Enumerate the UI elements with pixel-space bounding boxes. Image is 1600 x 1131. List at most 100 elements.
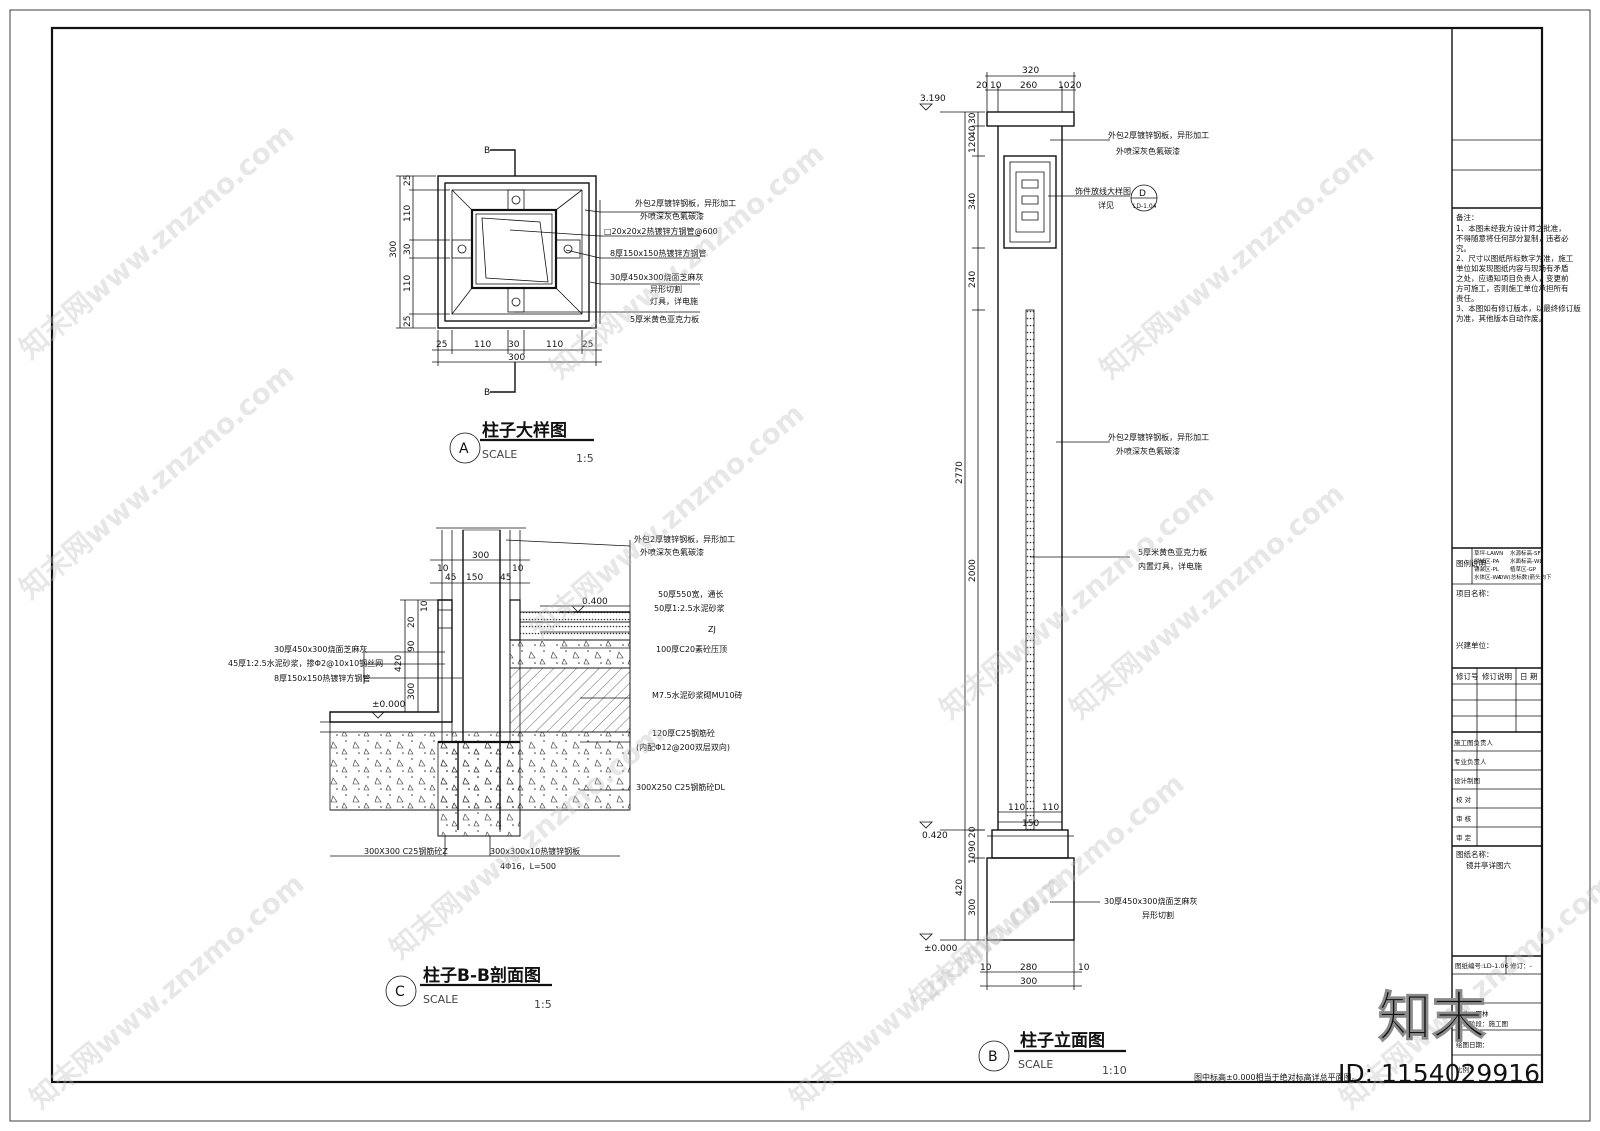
title-block: 备注： 1、本图未经我方设计师之批准， 不得随意将任何部分复制，违者必 究。 2… [1451,28,1581,1082]
c-level-0400: 0.400 [582,597,608,607]
b-note-8: 30厚450x300烧面芝麻灰 [1104,896,1197,906]
b-dim-top-3: 260 [1020,81,1037,91]
detail-a-scale: 1:5 [576,452,594,465]
remark-5: 之处，应通知项目负责人，变更前 [1456,273,1569,283]
detail-b-elevation: 320 20 10 260 10 20 [919,66,1360,1082]
detail-c-notes-right: 外包2厚镀锌钢板，异形加工 外喷深灰色氟碳漆 50厚550宽，通长 50厚1:2… [505,534,743,792]
drawing-name-label: 图纸名称： [1456,849,1494,859]
c-dim-top-0: 300 [472,551,489,561]
bottom-label-2: 绘图日期： [1456,1040,1489,1049]
a-dim-v-4: 25 [403,316,413,327]
revision-table: 修订号 修订说明 日 期 [1452,668,1542,732]
a-dim-v-total: 300 [389,241,399,258]
detail-b-top-dims: 320 20 10 260 10 20 [976,66,1082,112]
remark-1: 不得随意将任何部分复制，违者必 [1456,233,1569,243]
a-note-5: 异形切割 [650,284,682,294]
detail-c-top-dims: 300 10 45 150 45 10 [430,551,530,584]
c-dim-top-3: 150 [466,573,483,583]
a-note-1: 外喷深灰色氟碳漆 [640,211,704,221]
detail-c-left-dims: 10 20 90 420 300 [394,599,440,713]
c-dim-top-5: 10 [512,564,524,574]
detail-a-column-plan [437,175,597,329]
watermark-logo: 知末 [1378,986,1486,1049]
watermark-site-4: 知末网www.znzmo.com [13,357,300,605]
b-dim-bottom-1: 280 [1020,963,1037,973]
b-note-3: 详见 [1098,200,1114,210]
detail-c-marker: C [395,984,405,1000]
remark-7: 责任。 [1456,293,1479,303]
role-1: 专业负责人 [1454,757,1487,766]
detail-a-notes: 外包2厚镀锌钢板，异形加工 外喷深灰色氟碳漆 □20x20x2热镀锌方钢管@60… [509,198,736,324]
rev-header-2: 日 期 [1520,672,1537,681]
a-dim-h-1: 110 [474,340,491,350]
detail-c-scale-word: SCALE [423,993,458,1006]
remark-4: 单位如发现图纸内容与现场有矛盾 [1456,263,1569,273]
a-note-3: 8厚150x150热镀锌方钢管 [610,248,706,258]
detail-c-ground-layers: 0.400 [509,597,631,733]
b-dim-top-5: 20 [1070,81,1082,91]
b-note-5: 外喷深灰色氟碳漆 [1116,446,1180,456]
c-dim-top-4: 45 [500,573,511,583]
b-note-2: 饰件放线大样图 [1075,186,1131,196]
a-dim-h-3: 110 [546,340,563,350]
c-note-l-0: 30厚450x300烧面芝麻灰 [274,644,367,654]
b-dim-left-10: 420 [955,879,965,896]
c-note-b-1: 300x300x10热镀锌钢板 [490,846,580,856]
role-2: 设计制图 [1454,776,1480,785]
b-dim-mid-2: 110 [1042,803,1059,813]
b-dim-left-0: 30 [968,112,978,124]
c-note-r-2: 50厚550宽，通长 [658,589,723,599]
legend-2: 树域区-PA [1474,557,1499,565]
detail-c-title: C 柱子B-B剖面图 SCALE 1:5 [385,965,552,1011]
b-dim-left-3: 340 [968,193,978,210]
b-dim-top-0: 320 [1022,66,1039,76]
detail-b-mid-dims: 110 150 110 [998,803,1062,829]
b-dim-left-6: 2000 [968,559,978,582]
remark-0: 1、本图未经我方设计师之批准， [1456,223,1566,233]
watermark-site-2: 知末网www.znzmo.com [543,137,830,385]
detail-b-marker: B [988,1049,998,1065]
a-dim-v-1: 110 [403,205,413,222]
b-note-1: 外喷深灰色氟碳漆 [1116,146,1180,156]
detail-a-section-marks: B B [484,146,516,398]
b-callout-letter: D [1139,189,1146,199]
c-dim-left-2: 90 [407,640,417,652]
a-note-4: 30厚450x300烧面芝麻灰 [610,272,703,282]
b-dim-top-1: 20 [976,81,988,91]
b-dim-top-4: 10 [1058,81,1070,91]
a-dim-v-0: 25 [403,175,413,186]
b-dim-left-8: 90 [968,840,978,852]
watermark-site-7: 知末网www.znzmo.com [1063,477,1350,725]
detail-b-column [986,111,1075,941]
b-dim-left-9: 10 [968,852,978,864]
revision-value: 修订：- [1510,961,1533,970]
watermark-site-11: 知末网www.znzmo.com [783,867,1070,1115]
drawing-name: 镜井亭详图六 [1466,860,1511,870]
remark-8: 3、本图如有修订版本，以最终修订版 [1456,303,1581,313]
detail-c-title-text: 柱子B-B剖面图 [423,965,541,986]
sheet-frame [9,9,1591,1122]
legend-section: 图例说明 草坪-LAWN 水源标高-SF 树域区-PA 水面标高-WL 铺装区-… [1456,548,1552,584]
client-label: 兴建单位： [1456,640,1494,650]
c-note-r-5: 100厚C20素砼压顶 [656,644,727,654]
c-note-r-7: 120厚C25钢筋砼 [652,728,715,738]
detail-a-title-text: 柱子大样图 [482,420,567,441]
remarks-label: 备注： [1456,212,1479,222]
rev-header-0: 修订号 [1456,671,1479,681]
b-dim-left-4: 240 [968,271,978,288]
c-note-r-1: 外喷深灰色氟碳漆 [640,547,704,557]
legend-3: 水面标高-WL [1510,557,1543,565]
b-dim-left-5: 2770 [955,461,965,484]
detail-a-plan: B B 25 110 30 110 25 300 [389,146,736,465]
c-note-r-6: M7.5水泥砂浆砌MU10砖 [652,690,743,700]
a-dim-v-2: 30 [403,243,413,255]
b-note-0: 外包2厚镀锌钢板，异形加工 [1108,130,1209,140]
watermarks: 知末网www.znzmo.com 知末网www.znzmo.com 知末网www… [13,117,1600,1115]
footnote: 图中标高±0.000相当于绝对标高详总平面图。 [1194,1072,1360,1082]
detail-a-marker: A [459,441,469,457]
b-dim-left-2: 120 [968,136,978,153]
remark-6: 方可施工，否则施工单位承担所有 [1456,283,1569,293]
b-dim-mid-0: 110 [1008,803,1025,813]
detail-b-notes: 外包2厚镀锌钢板，异形加工 外喷深灰色氟碳漆 饰件放线大样图 详见 D LD-1… [1030,130,1209,920]
